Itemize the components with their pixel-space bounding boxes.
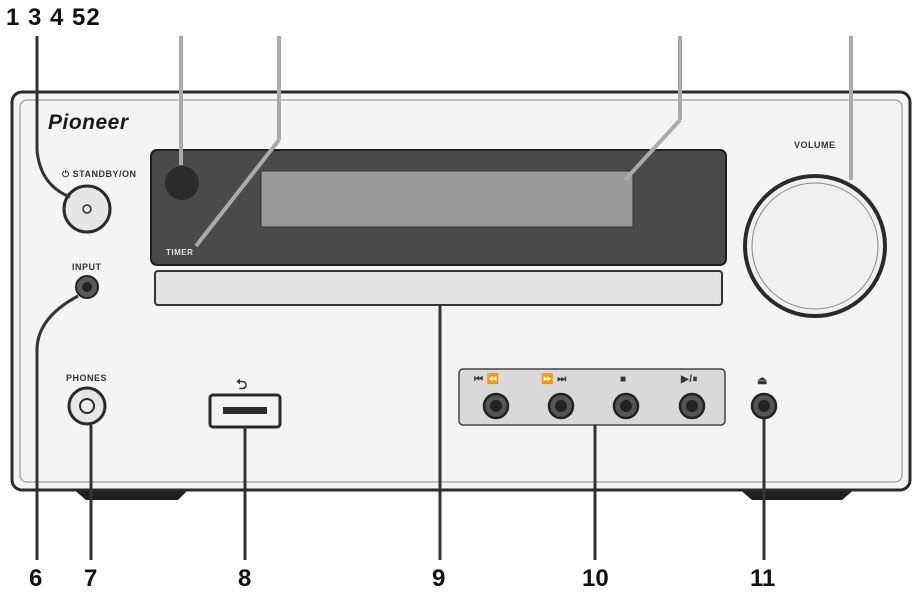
phones-label: PHONES [66, 373, 108, 383]
top-callout-numbers: 1 3 4 52 [6, 4, 101, 31]
play-pause-button-center [686, 400, 698, 412]
volume-knob[interactable] [743, 174, 887, 318]
standby-indicator [82, 204, 92, 214]
callout-8: 8 [238, 565, 252, 592]
callout-10: 10 [582, 565, 609, 592]
phones-jack-hole [79, 398, 95, 414]
chassis-inner-edge [19, 99, 903, 483]
usb-icon: ⮌ [236, 376, 248, 392]
eject-button-center [758, 400, 770, 412]
standby-label: ⏻ STANDBY/ON [62, 169, 137, 179]
remote-sensor [165, 166, 199, 200]
input-label: INPUT [72, 262, 102, 272]
callout-11: 11 [750, 565, 776, 592]
display-window [260, 170, 634, 228]
callout-6: 6 [29, 565, 43, 592]
volume-knob-inner-ring [751, 182, 879, 310]
leader-line-1-curve [35, 149, 71, 199]
brand-logo: Pioneer [48, 111, 129, 134]
standby-on-button[interactable] [62, 184, 112, 234]
timer-label: TIMER [166, 248, 194, 257]
volume-label: VOLUME [794, 140, 836, 150]
leader-line-5b [623, 118, 682, 182]
prev-label: ⏮ ⏪ [474, 374, 500, 385]
usb-port-slot [223, 407, 267, 414]
transport-control-panel [458, 368, 726, 426]
callout-9: 9 [432, 565, 446, 592]
next-button-center [555, 400, 567, 412]
stop-label: ■ [620, 374, 627, 385]
disc-tray[interactable] [154, 270, 723, 306]
eject-icon: ⏏ [757, 375, 768, 387]
next-label: ⏩ ⏭ [541, 374, 567, 385]
stop-button-center [620, 400, 632, 412]
play-pause-label: ▶/⏸ [681, 374, 698, 385]
leader-line-6 [35, 294, 79, 560]
leader-line-4b [194, 138, 281, 248]
prev-button-center [490, 400, 502, 412]
callout-7: 7 [84, 565, 98, 592]
input-button-center [82, 282, 92, 292]
